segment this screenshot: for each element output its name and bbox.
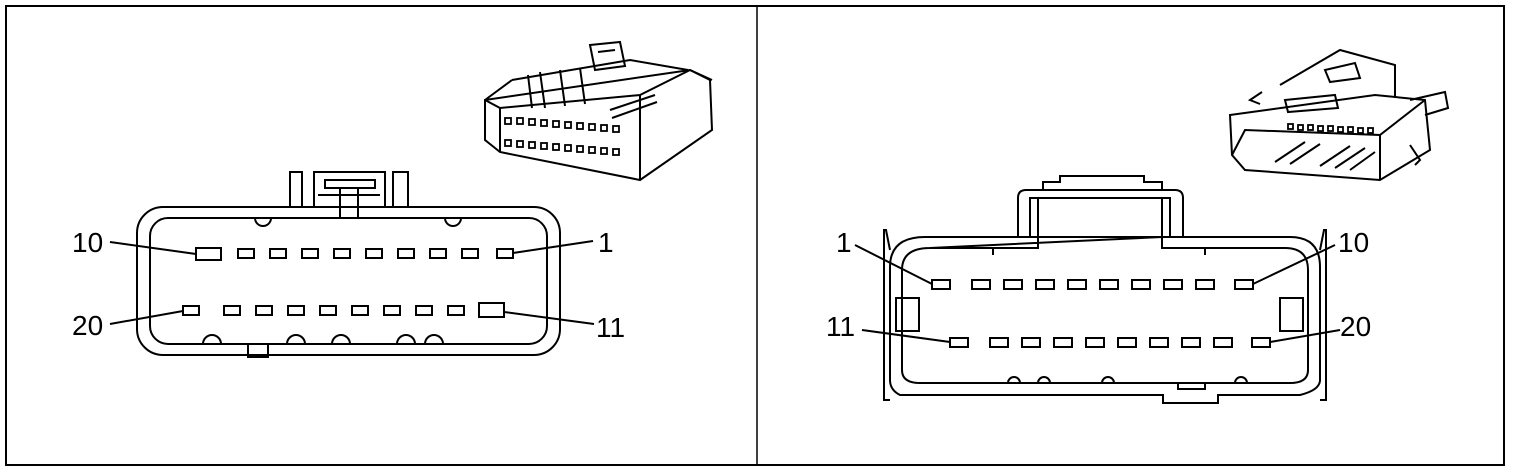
outer-frame: [5, 5, 1505, 466]
left-connector-face-view: [109, 171, 595, 358]
left-pin-label-bottom-left: 20: [72, 310, 103, 341]
right-pin-label-top-right: 10: [1338, 227, 1369, 258]
right-pin-label-bottom-right: 20: [1340, 311, 1371, 342]
right-pin-label-bottom-left: 11: [826, 311, 855, 342]
left-panel: [109, 40, 714, 358]
right-pin-label-top-left: 1: [836, 227, 852, 258]
left-connector-3d-view: [484, 40, 714, 182]
left-pin-label-bottom-right: 11: [596, 312, 625, 343]
right-panel: [854, 48, 1450, 404]
right-connector-face-view: [854, 175, 1341, 404]
left-pin-label-top-left: 10: [72, 227, 103, 258]
right-connector-3d-view: [1228, 48, 1450, 182]
left-pin-label-top-right: 1: [598, 227, 614, 258]
